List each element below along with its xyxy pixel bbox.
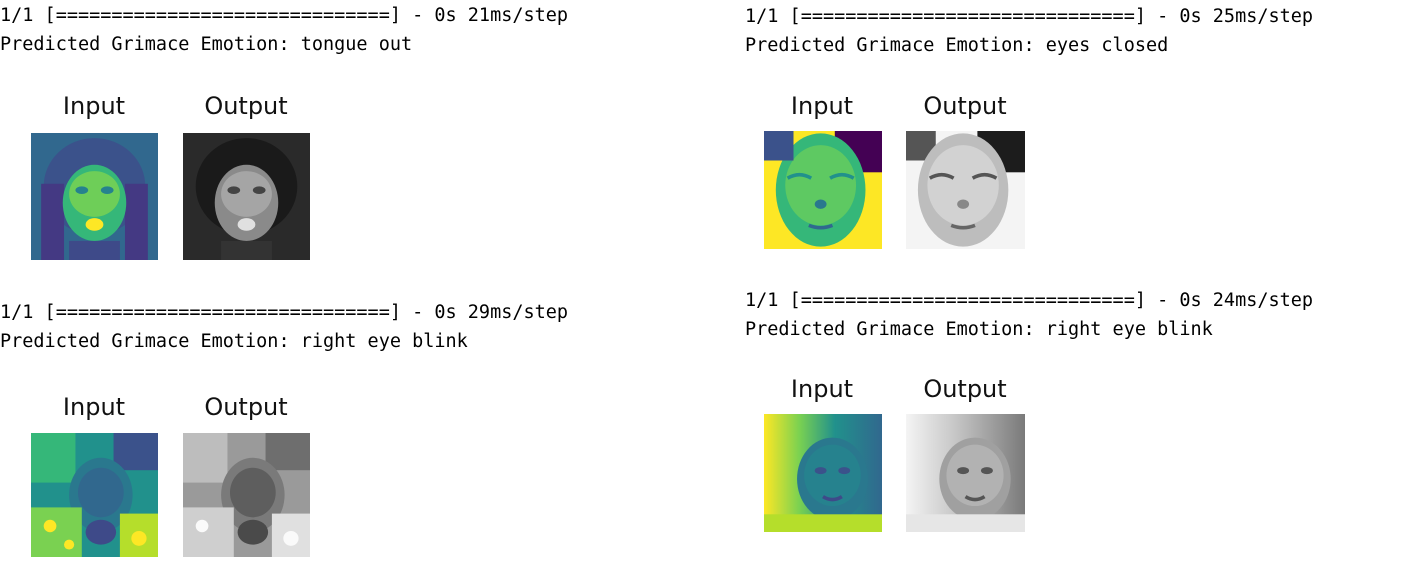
input-title: Input (790, 92, 854, 120)
output-title: Output (923, 92, 1007, 120)
prediction-line: Predicted Grimace Emotion: tongue out (0, 34, 413, 55)
input-image (31, 433, 158, 557)
output-cell-1: 1/1 [==============================] - 0… (0, 0, 720, 280)
input-image (764, 131, 882, 249)
input-title: Input (62, 92, 126, 120)
progress-line: 1/1 [==============================] - 0… (745, 6, 1314, 27)
output-image (183, 133, 310, 260)
prediction-line: Predicted Grimace Emotion: right eye bli… (0, 331, 468, 352)
prediction-line: Predicted Grimace Emotion: right eye bli… (745, 319, 1213, 340)
progress-line: 1/1 [==============================] - 0… (0, 302, 569, 323)
output-image (183, 433, 310, 557)
input-image (764, 414, 882, 532)
input-title: Input (62, 393, 126, 421)
output-title: Output (204, 393, 288, 421)
output-image (906, 414, 1025, 532)
output-cell-2: 1/1 [==============================] - 0… (745, 0, 1414, 280)
output-cell-3: 1/1 [==============================] - 0… (0, 290, 720, 571)
progress-line: 1/1 [==============================] - 0… (0, 5, 569, 26)
input-image (31, 133, 158, 260)
progress-line: 1/1 [==============================] - 0… (745, 290, 1314, 311)
input-title: Input (790, 375, 854, 403)
output-image (906, 131, 1025, 249)
output-title: Output (204, 92, 288, 120)
output-cell-4: 1/1 [==============================] - 0… (745, 280, 1414, 571)
prediction-line: Predicted Grimace Emotion: eyes closed (745, 35, 1169, 56)
output-title: Output (923, 375, 1007, 403)
